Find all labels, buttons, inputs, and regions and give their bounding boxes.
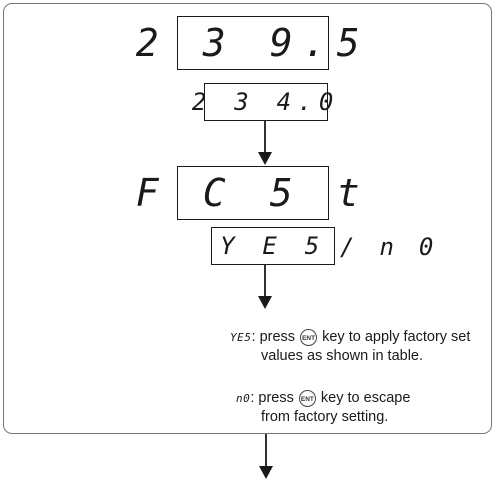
note-no-post: key to escape — [316, 390, 411, 406]
arrow-head-2 — [258, 296, 272, 309]
display-option-text: Y E 5 — [220, 232, 326, 260]
display-option: Y E 5 — [211, 227, 335, 265]
note-no-pre: press — [254, 390, 298, 406]
ent-key-icon: ENT — [298, 389, 316, 407]
note-yes-line2: values as shown in table. — [261, 348, 424, 364]
note-no-code: n0 — [236, 392, 251, 405]
option-no-label: / n 0 — [340, 233, 439, 261]
note-no-colon: : — [250, 390, 255, 406]
display-function-code-text: F C 5 t — [135, 171, 371, 215]
display-previous-value-text: 2 3 4.0 — [191, 88, 341, 116]
diagram-frame — [3, 3, 492, 434]
display-function-code: F C 5 t — [136, 166, 360, 220]
display-previous-value: 2 3 4.0 — [192, 83, 333, 121]
note-yes-post: key to apply factory set — [318, 329, 471, 345]
note-yes-code: YE5 — [230, 331, 252, 344]
note-no-line2: from factory setting. — [261, 409, 389, 425]
display-current-value: 2 3 9.5 — [136, 16, 360, 70]
ent-key-icon: ENT — [300, 328, 318, 346]
note-yes-colon: : — [251, 329, 256, 345]
note-yes: YE5: press ENT key to apply factory set … — [230, 328, 470, 366]
display-current-value-text: 2 3 9.5 — [135, 21, 371, 65]
note-yes-pre: press — [255, 329, 300, 345]
arrow-head-3 — [259, 466, 273, 479]
arrow-head-1 — [258, 152, 272, 165]
note-no: n0: press ENT key to escape from factory… — [236, 389, 410, 427]
